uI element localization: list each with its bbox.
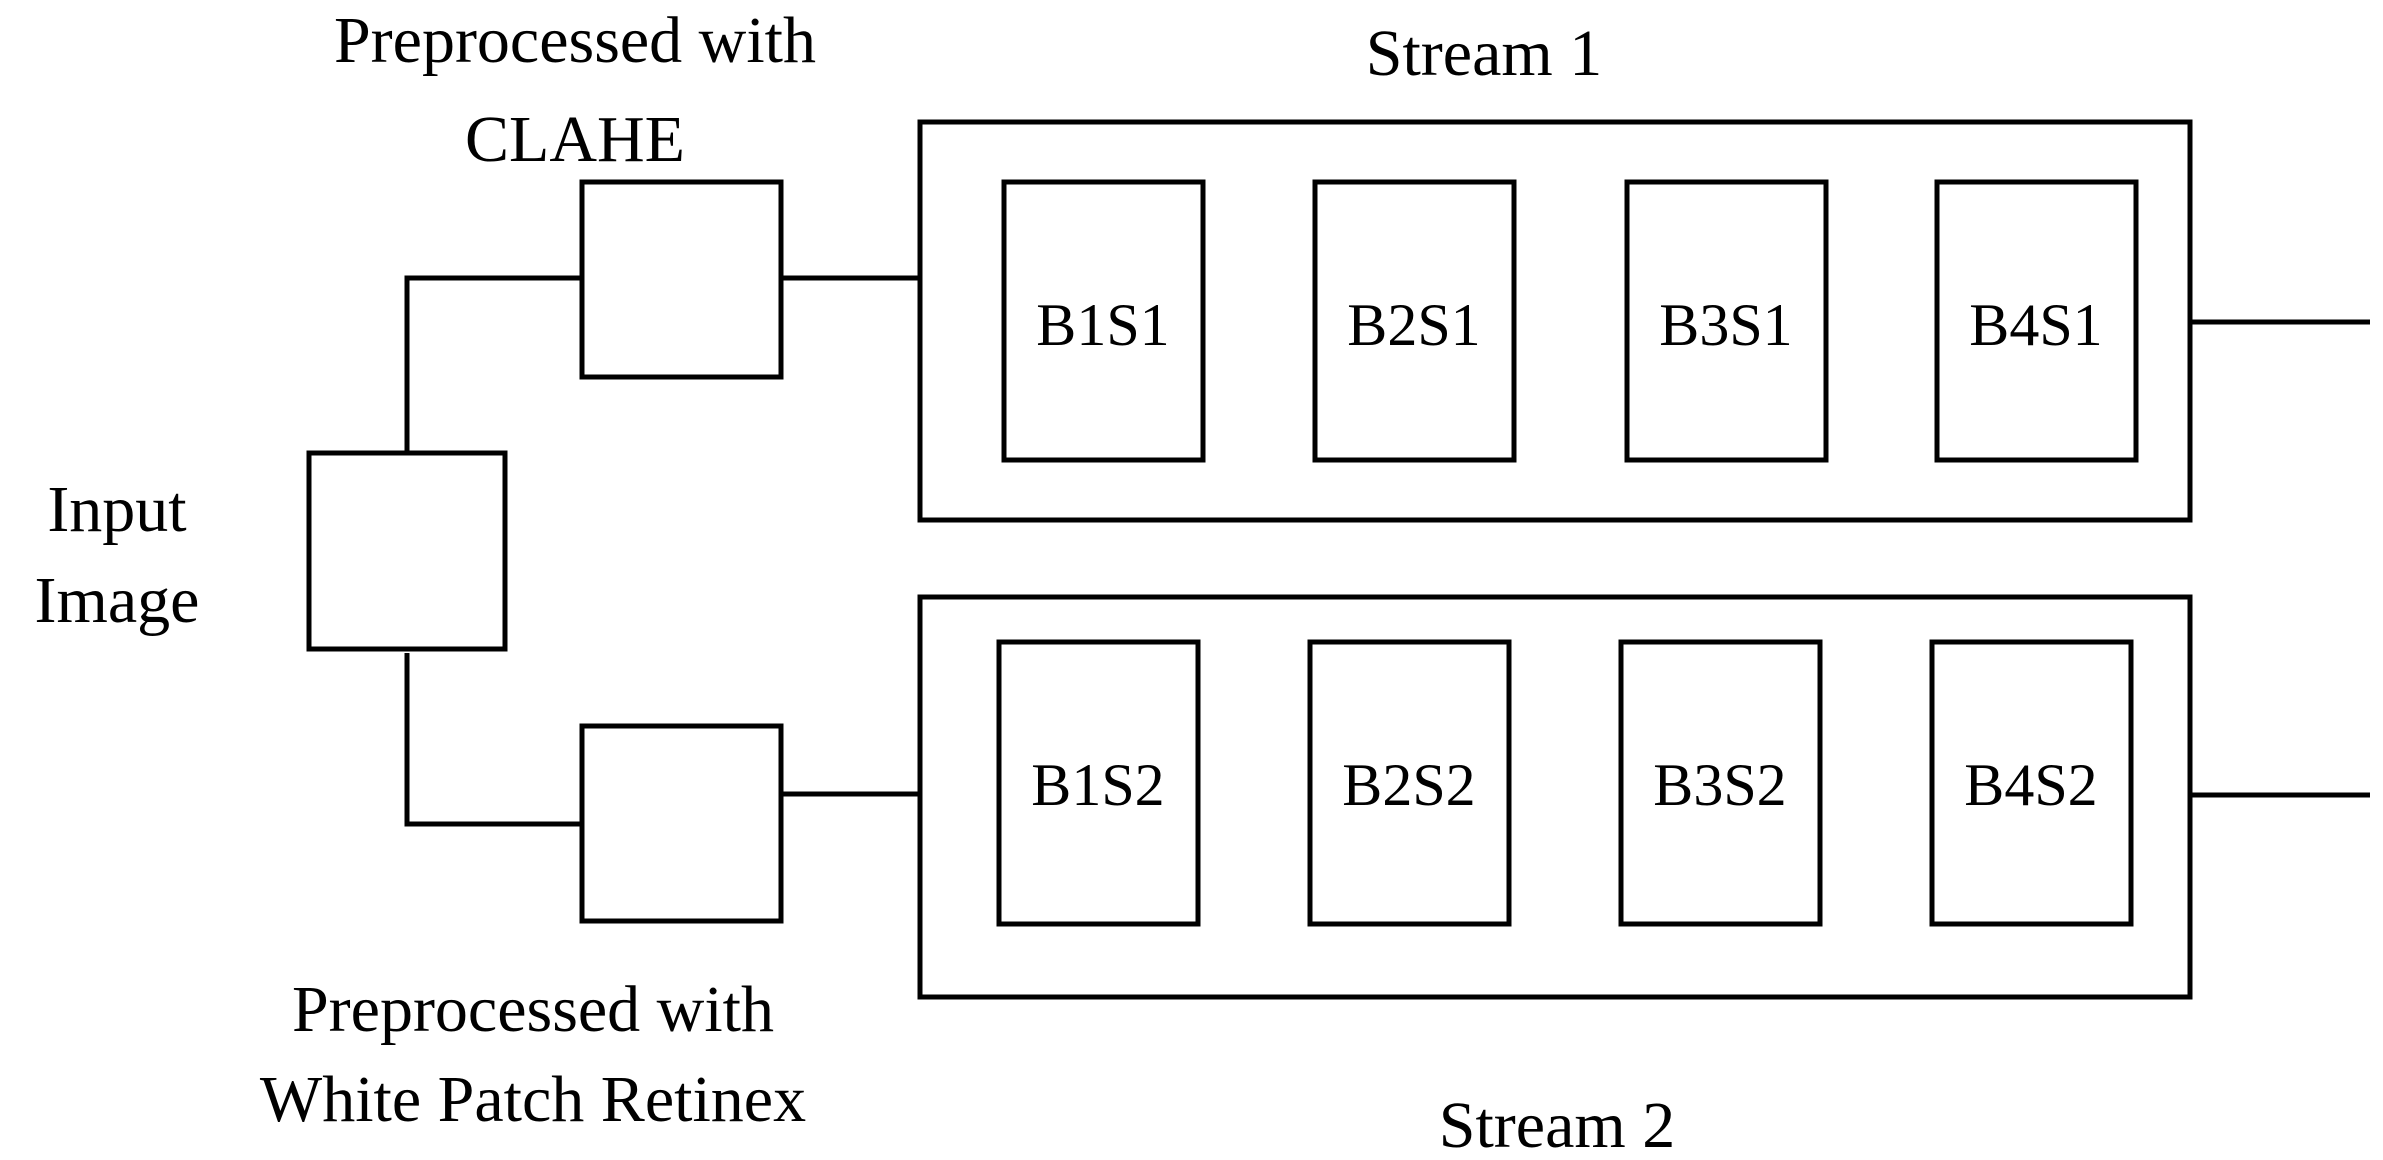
block-b4s2 [1929,639,2134,927]
input-image-box [306,450,508,652]
stream1-label: Stream 1 [1366,17,1602,90]
input-image-label-line2: Image [35,564,200,637]
block-b2s2-label: B2S2 [1342,752,1475,818]
stream2-label: Stream 2 [1439,1089,1675,1160]
input-to-wpr-connector [404,653,582,827]
block-b3s2 [1618,639,1823,927]
block-b4s1 [1934,179,2139,463]
block-b4s2-label: B4S2 [1964,752,2097,818]
clahe-label-line2: CLAHE [465,103,685,176]
clahe-label-line1: Preprocessed with [334,4,816,77]
block-b2s1-label: B2S1 [1347,292,1480,358]
block-b3s1-label: B3S1 [1659,292,1792,358]
input-image-label-line1: Input [47,473,186,546]
block-b3s1 [1624,179,1829,463]
stream2-blocks: B1S2 B2S2 B3S2 B4S2 [996,639,2134,927]
connectors [404,275,2370,827]
block-b1s1 [1001,179,1206,463]
block-b1s2 [996,639,1201,927]
block-b2s2 [1307,639,1512,927]
block-b4s1-label: B4S1 [1969,292,2102,358]
stream1-blocks: B1S1 B2S1 B3S1 B4S1 [1001,179,2139,463]
block-b1s2-label: B1S2 [1031,752,1164,818]
wpr-label-line1: Preprocessed with [292,973,774,1046]
wpr-preprocess-box [579,723,784,924]
input-to-clahe-connector [404,275,582,453]
clahe-preprocess-box [579,179,784,380]
block-b1s1-label: B1S1 [1036,292,1169,358]
wpr-label-line2: White Patch Retinex [260,1063,806,1136]
block-b2s1 [1312,179,1517,463]
block-b3s2-label: B3S2 [1653,752,1786,818]
